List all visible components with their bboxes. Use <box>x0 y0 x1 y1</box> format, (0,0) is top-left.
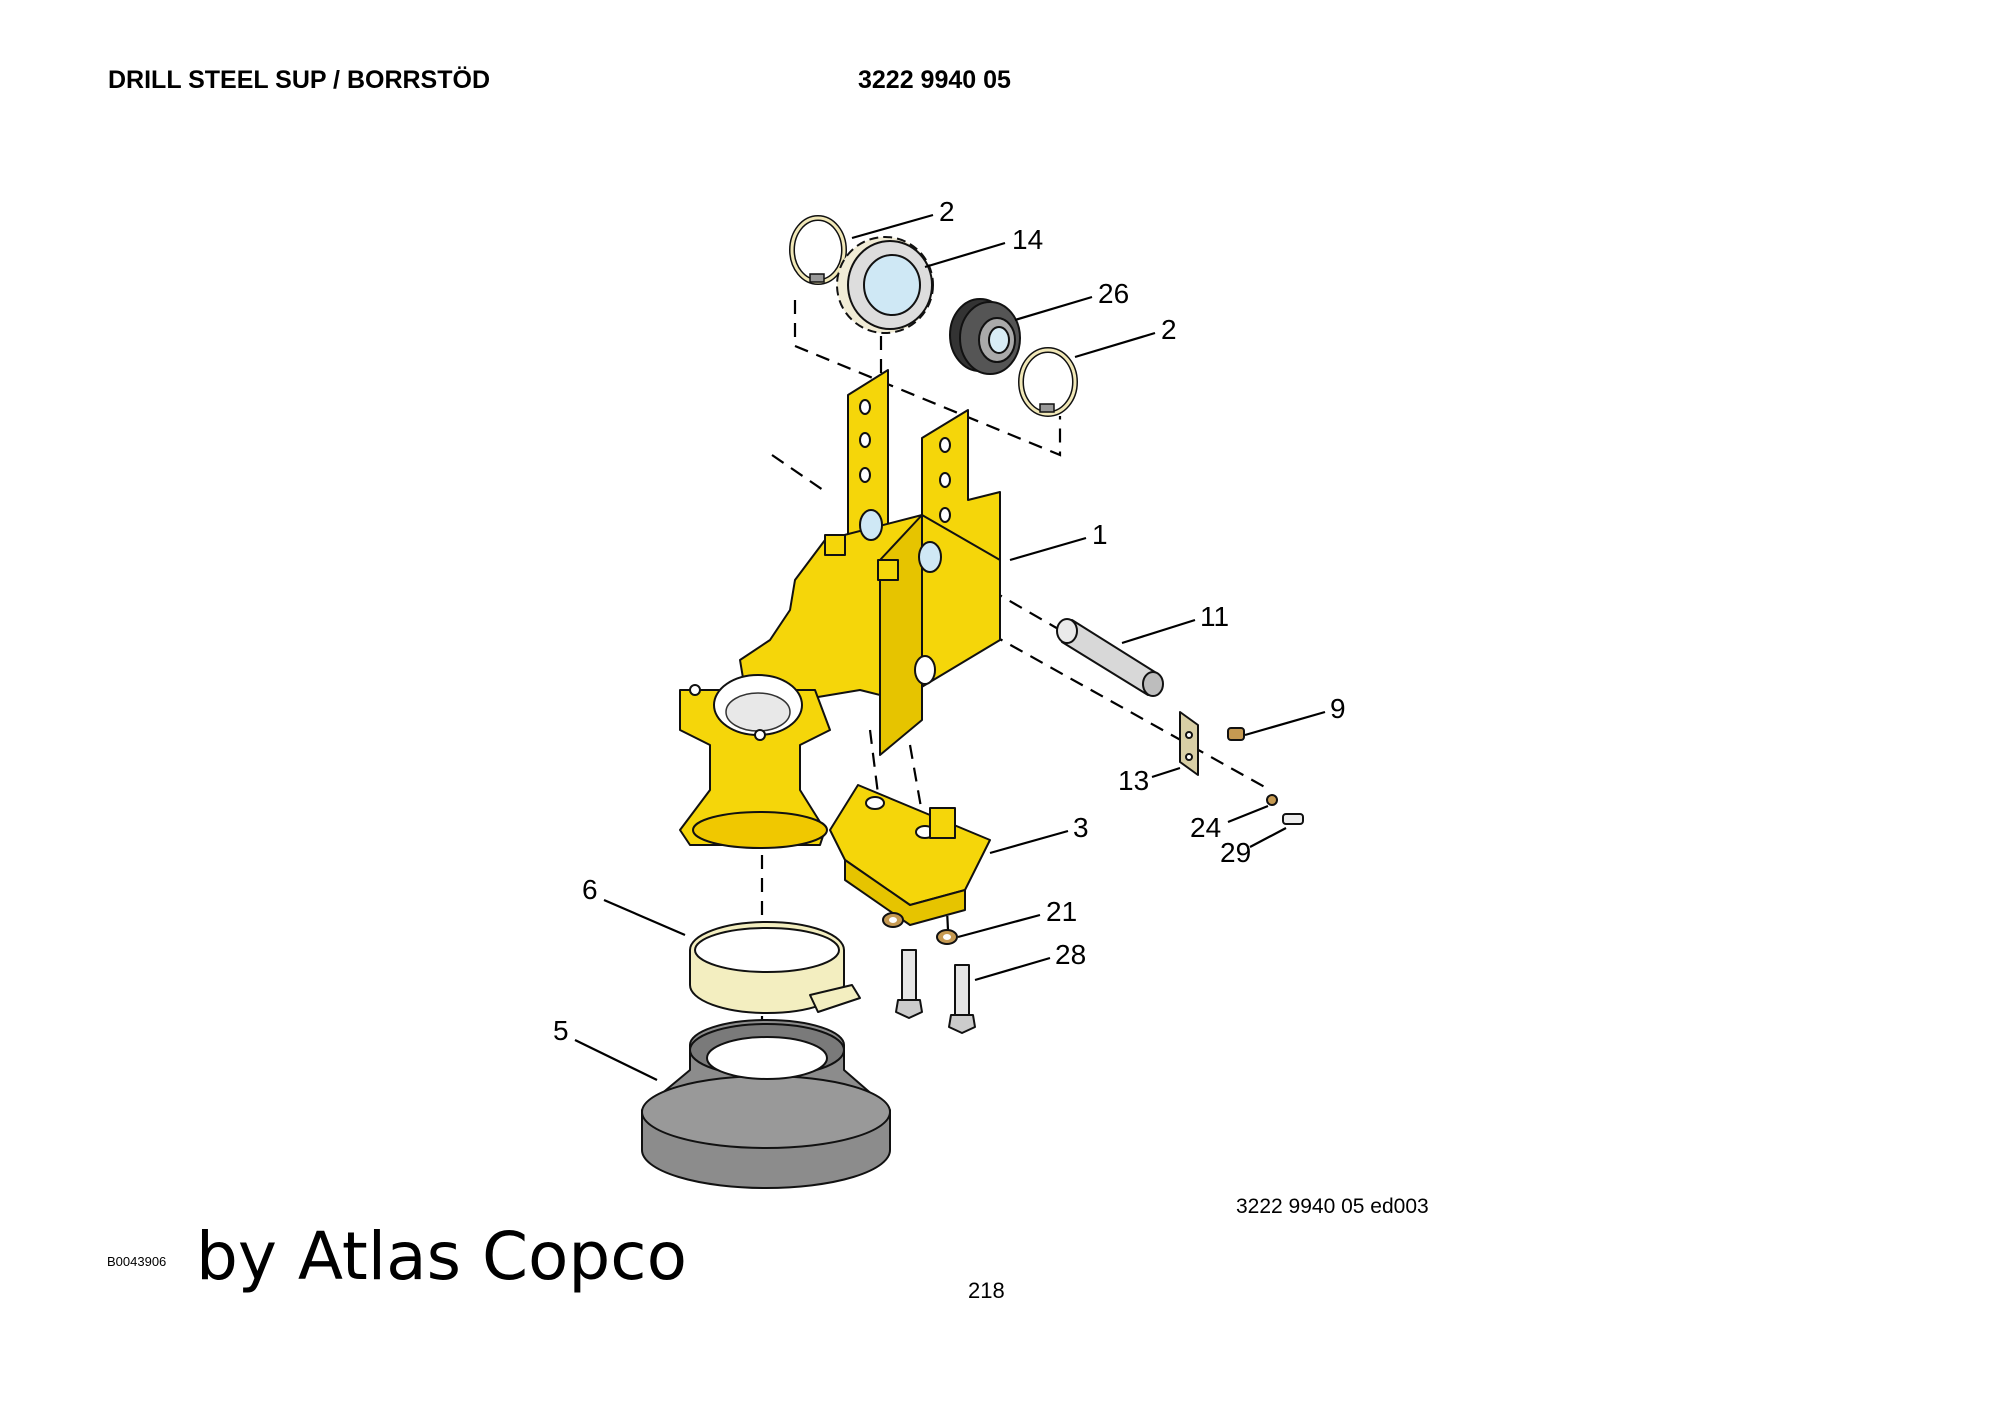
leader-lines <box>574 213 1326 1081</box>
by-atlas-copco-caption: by Atlas Copco <box>196 1218 687 1295</box>
callout-label: 3 <box>1073 812 1089 843</box>
image-id: B0043906 <box>107 1254 167 1269</box>
callout-label: 14 <box>1012 224 1043 255</box>
callout-label: 13 <box>1118 765 1149 796</box>
callout-label: 11 <box>1200 601 1229 632</box>
part-13-bracket <box>1179 711 1199 776</box>
part-number: 3222 9940 05 <box>858 66 1011 94</box>
page-number: 218 <box>968 1278 1005 1303</box>
callout-label: 6 <box>582 874 598 905</box>
callout-label: 28 <box>1055 939 1086 970</box>
part-2-circlip-upper <box>789 215 847 285</box>
callout-label: 24 <box>1190 812 1221 843</box>
part-29-screw <box>1282 813 1304 825</box>
part-9-grease-nipple <box>1227 727 1245 741</box>
callout-label: 2 <box>1161 314 1177 345</box>
callout-label: 9 <box>1330 693 1346 724</box>
part-21-washers <box>882 912 958 945</box>
callout-label: 26 <box>1098 278 1129 309</box>
part-6-hose-clamp <box>689 921 861 1014</box>
part-3-clamp-plate <box>829 784 991 926</box>
callout-label: 5 <box>553 1015 569 1046</box>
part-14-sprocket <box>836 236 934 334</box>
callout-labels: 2 14 26 2 1 11 9 13 24 29 3 21 28 6 5 <box>553 196 1346 1046</box>
callout-label: 29 <box>1220 837 1251 868</box>
drawing-reference: 3222 9940 05 ed003 <box>1236 1195 1429 1218</box>
callout-label: 21 <box>1046 896 1077 927</box>
part-11-pin <box>1056 618 1164 697</box>
page-title: DRILL STEEL SUP / BORRSTÖD <box>108 66 490 94</box>
part-2-circlip-lower <box>1018 347 1078 417</box>
part-24-washer <box>1266 794 1278 806</box>
part-26-bearing <box>949 298 1021 375</box>
part-1-support-frame <box>679 369 1001 849</box>
callout-label: 2 <box>939 196 955 227</box>
part-5-rubber-bellow <box>641 1019 891 1189</box>
part-28-screws <box>895 949 976 1034</box>
callout-label: 1 <box>1092 519 1108 550</box>
